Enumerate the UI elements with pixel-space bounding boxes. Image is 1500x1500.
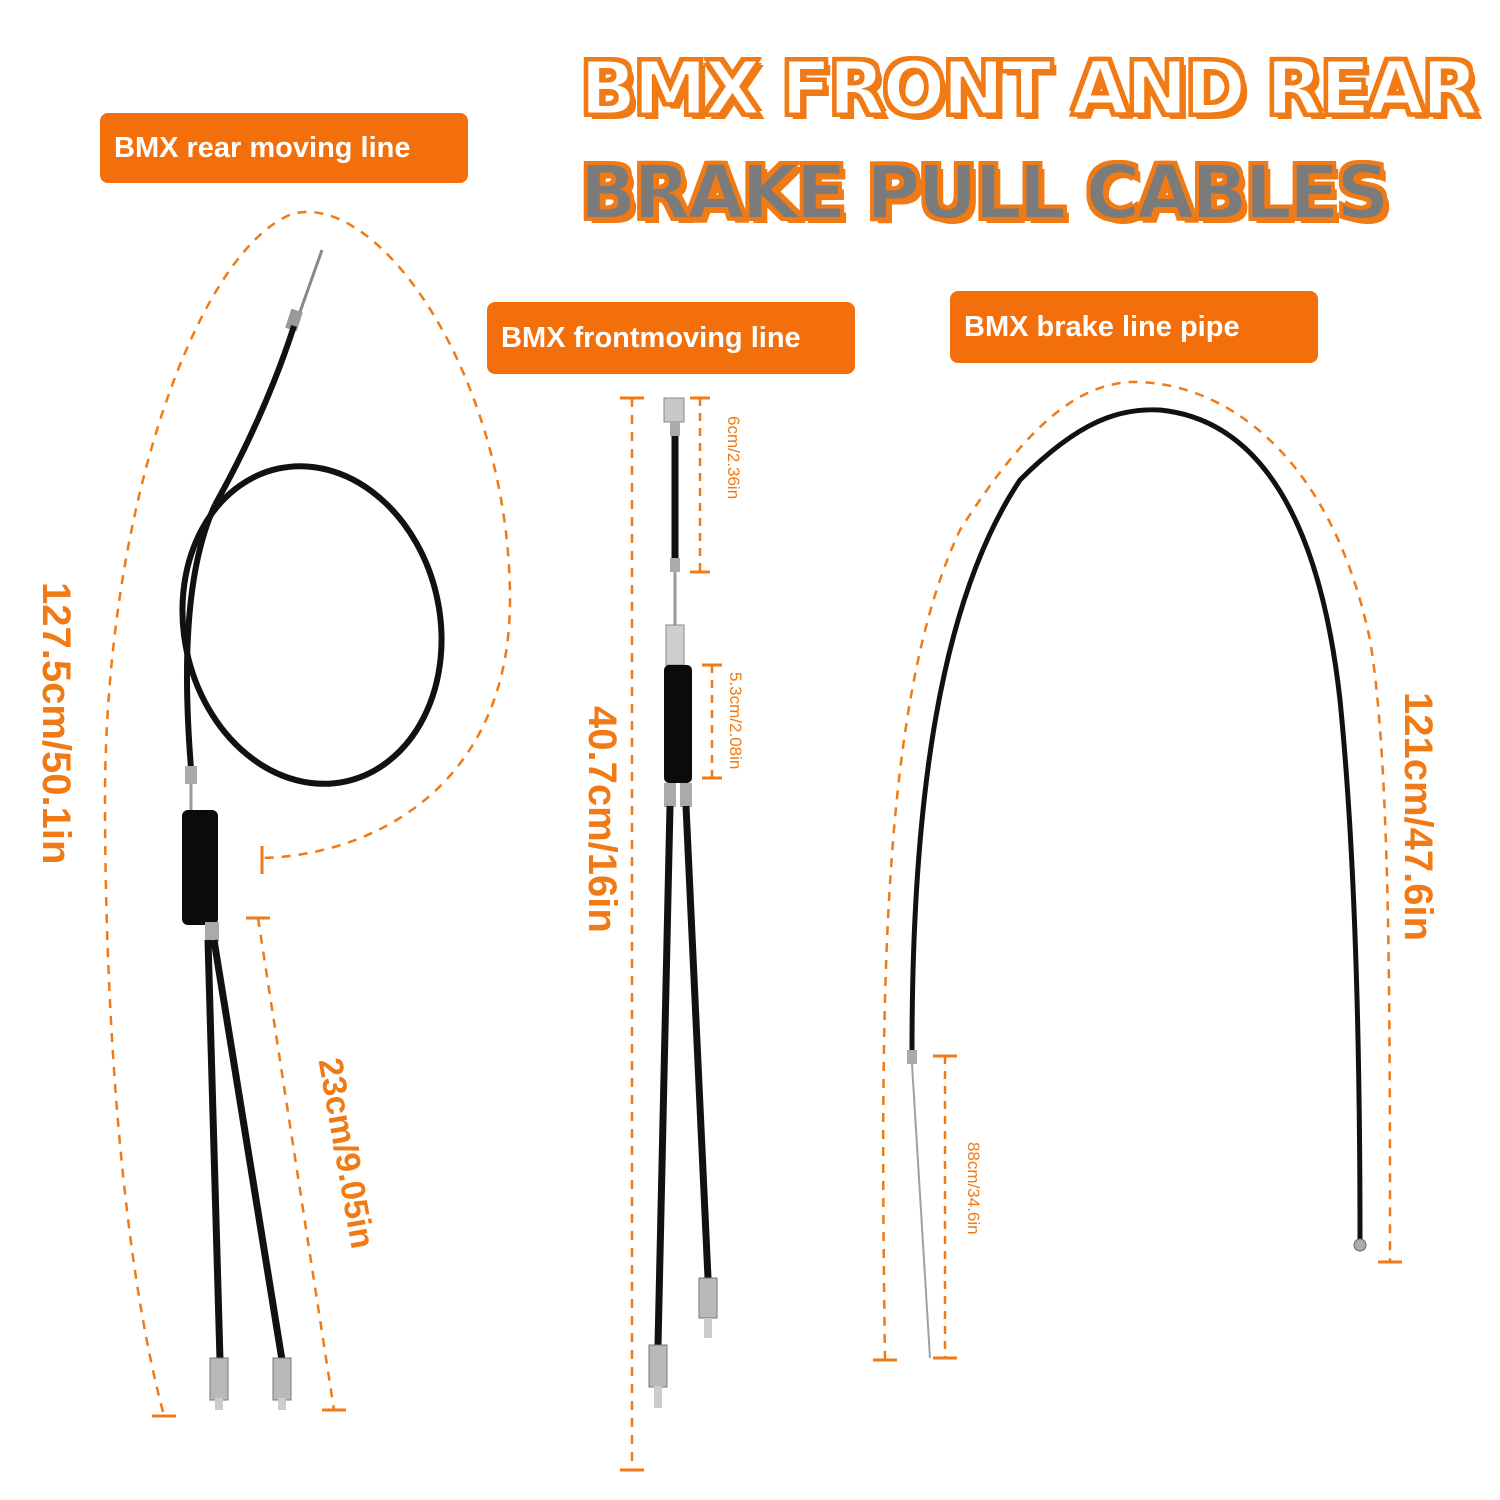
front-moving-line-label: BMX frontmoving line [487,302,855,374]
front-mid-length: 5.3cm/2.08in [726,672,745,770]
front-cable [620,396,722,1472]
rear-moving-line-label: BMX rear moving line [100,113,468,183]
rear-outline-dashed [103,210,512,1413]
brake-pipe [873,380,1402,1362]
rear-total-length: 127.5cm/50.1in [34,582,78,865]
pipe-inner-length: 88cm/34.6in [964,1142,983,1235]
front-total-length: 40.7cm/16in [580,706,624,933]
title-line-1: BMX FRONT AND REAR [579,46,1481,132]
front-top-length: 6cm/2.36in [724,416,743,500]
title-line-2: BRAKE PULL CABLES [579,150,1391,236]
pipe-outline-dashed [881,380,1392,1361]
rear-cable [103,210,512,1418]
brake-line-pipe-label: BMX brake line pipe [950,291,1318,363]
pipe-total-length: 121cm/47.6in [1396,692,1440,942]
